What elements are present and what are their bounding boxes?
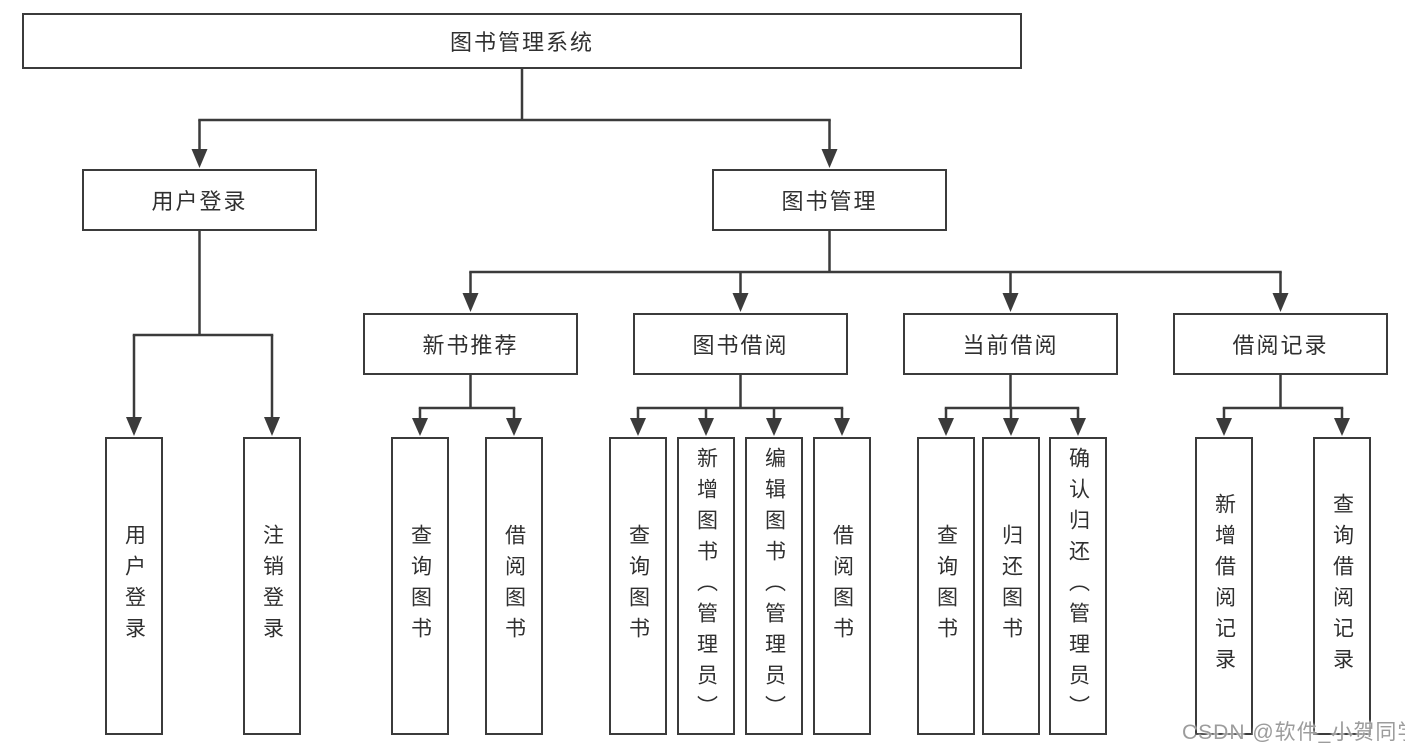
- node-label: 查询图书: [934, 524, 958, 648]
- leaf-newbook-query-book: 查询图书: [391, 437, 449, 735]
- node-book-management: 图书管理: [712, 169, 947, 231]
- node-label: 借阅记录: [1232, 333, 1329, 358]
- connector-borrow-record-to-leaves: [1216, 374, 1350, 436]
- leaf-record-add-borrow-record: 新增借阅记录: [1195, 437, 1253, 735]
- node-user-login: 用户登录: [82, 169, 317, 231]
- node-label: 查询图书: [626, 524, 650, 648]
- node-label: 新书推荐: [422, 333, 519, 358]
- node-label: 新增图书（管理员）: [694, 446, 718, 726]
- node-label: 归还图书: [999, 524, 1023, 648]
- connector-book-borrow-to-leaves: [630, 374, 850, 436]
- connector-current-borrow-to-leaves: [938, 374, 1086, 436]
- node-label: 用户登录: [122, 524, 146, 648]
- node-label: 查询图书: [408, 524, 432, 648]
- node-label: 借阅图书: [830, 524, 854, 648]
- node-label: 新增借阅记录: [1212, 493, 1236, 679]
- leaf-record-query-borrow-record: 查询借阅记录: [1313, 437, 1371, 735]
- node-label: 注销登录: [260, 524, 284, 648]
- connector-user-login-to-leaves: [126, 230, 280, 436]
- node-borrow-record: 借阅记录: [1173, 313, 1388, 375]
- connector-root-to-level2: [191, 68, 838, 168]
- node-root: 图书管理系统: [22, 13, 1022, 69]
- watermark: CSDN @软件_小贺同学: [1182, 721, 1405, 744]
- leaf-borrow-edit-book-admin: 编辑图书（管理员）: [745, 437, 803, 735]
- node-label: 查询借阅记录: [1330, 493, 1354, 679]
- connector-new-book-to-leaves: [412, 374, 522, 436]
- leaf-borrow-add-book-admin: 新增图书（管理员）: [677, 437, 735, 735]
- node-label: 借阅图书: [502, 524, 526, 648]
- node-label: 用户登录: [151, 189, 248, 214]
- node-new-book-recommend: 新书推荐: [363, 313, 578, 375]
- leaf-current-confirm-return-admin: 确认归还（管理员）: [1049, 437, 1107, 735]
- node-book-borrow: 图书借阅: [633, 313, 848, 375]
- node-label: 图书管理系统: [449, 30, 594, 55]
- leaf-current-query-book: 查询图书: [917, 437, 975, 735]
- node-label: 图书借阅: [692, 333, 789, 358]
- connector-book-management-to-level3: [462, 230, 1289, 312]
- leaf-user-login: 用户登录: [105, 437, 163, 735]
- node-label: 图书管理: [781, 189, 878, 214]
- leaf-borrow-borrow-book: 借阅图书: [813, 437, 871, 735]
- leaf-newbook-borrow-book: 借阅图书: [485, 437, 543, 735]
- leaf-current-return-book: 归还图书: [982, 437, 1040, 735]
- node-current-borrow: 当前借阅: [903, 313, 1118, 375]
- node-label: 确认归还（管理员）: [1066, 446, 1090, 726]
- leaf-logout: 注销登录: [243, 437, 301, 735]
- node-label: 编辑图书（管理员）: [762, 446, 786, 726]
- leaf-borrow-query-book: 查询图书: [609, 437, 667, 735]
- node-label: 当前借阅: [962, 333, 1059, 358]
